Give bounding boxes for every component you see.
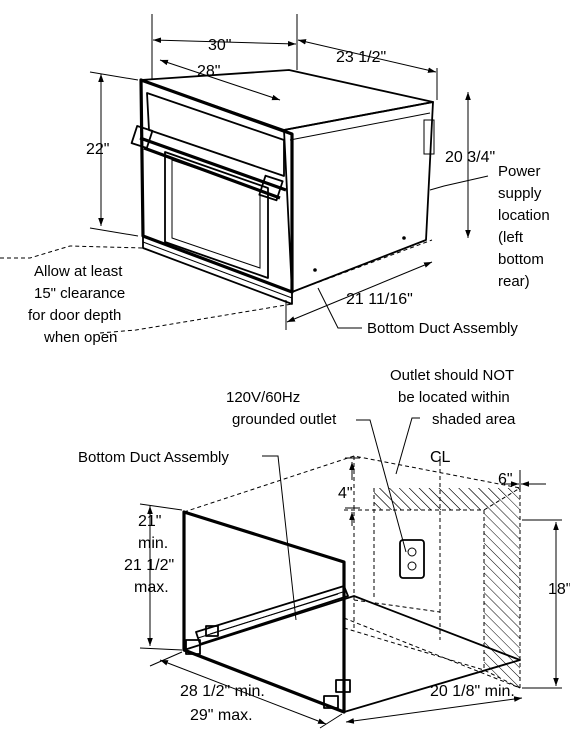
bottom-dimensions: 4" CL 6" 18" 21" min. 21 1/2" max. 28 1/…: [124, 449, 570, 729]
outlet-note-line1: Outlet should NOT: [390, 367, 514, 384]
depth-top-label: 23 1/2": [336, 49, 386, 66]
centerline-label: CL: [430, 449, 451, 466]
offset-top-label: 4": [338, 485, 353, 502]
clearance-note-line3: for door depth: [28, 307, 121, 324]
outlet-label-line2: grounded outlet: [232, 411, 337, 428]
bottom-labels: 120V/60Hz grounded outlet Outlet should …: [78, 367, 516, 621]
shaded-area: [374, 488, 520, 688]
height-left-line3: 21 1/2": [124, 557, 174, 574]
outlet-note-line3: shaded area: [432, 411, 516, 428]
clearance-note-line4: when open: [43, 329, 117, 346]
clearance-note-line2: 15" clearance: [34, 285, 125, 302]
width-inner-label: 28": [197, 63, 220, 80]
clearance-note-line1: Allow at least: [34, 263, 123, 280]
power-supply-line3: location: [498, 207, 550, 224]
outlet-note-line2: be located within: [398, 389, 510, 406]
power-supply-line5: bottom: [498, 251, 544, 268]
power-supply-line2: supply: [498, 185, 542, 202]
depth-bottom-cutout-label: 20 1/8" min.: [430, 683, 515, 700]
power-supply-line1: Power: [498, 163, 541, 180]
height-right-label: 20 3/4": [445, 149, 495, 166]
width-front-line2: 29" max.: [190, 707, 253, 724]
width-outer-label: 30": [208, 37, 231, 54]
height-left-line1: 21": [138, 513, 161, 530]
top-dimensions: 30" 28" 23 1/2" 22" 20 3/4" 21 11/16": [0, 14, 495, 334]
top-labels: Allow at least 15" clearance for door de…: [28, 163, 550, 346]
height-left-line2: min.: [138, 535, 168, 552]
bottom-duct-label-bottom: Bottom Duct Assembly: [78, 449, 229, 466]
bottom-duct-label-top: Bottom Duct Assembly: [367, 320, 518, 337]
power-supply-line4: (left: [498, 229, 524, 246]
depth-bottom-label: 21 11/16": [346, 291, 413, 308]
width-front-line1: 28 1/2" min.: [180, 683, 265, 700]
height-right-cutout-label: 18": [548, 581, 570, 598]
height-label: 22": [86, 141, 109, 158]
offset-right-label: 6": [498, 471, 513, 488]
outlet-icon: [399, 539, 425, 579]
outlet-label-line1: 120V/60Hz: [226, 389, 300, 406]
oven-illustration: [130, 69, 435, 305]
height-left-line4: max.: [134, 579, 169, 596]
cutout-illustration: [182, 455, 521, 714]
power-supply-line6: rear): [498, 273, 530, 290]
